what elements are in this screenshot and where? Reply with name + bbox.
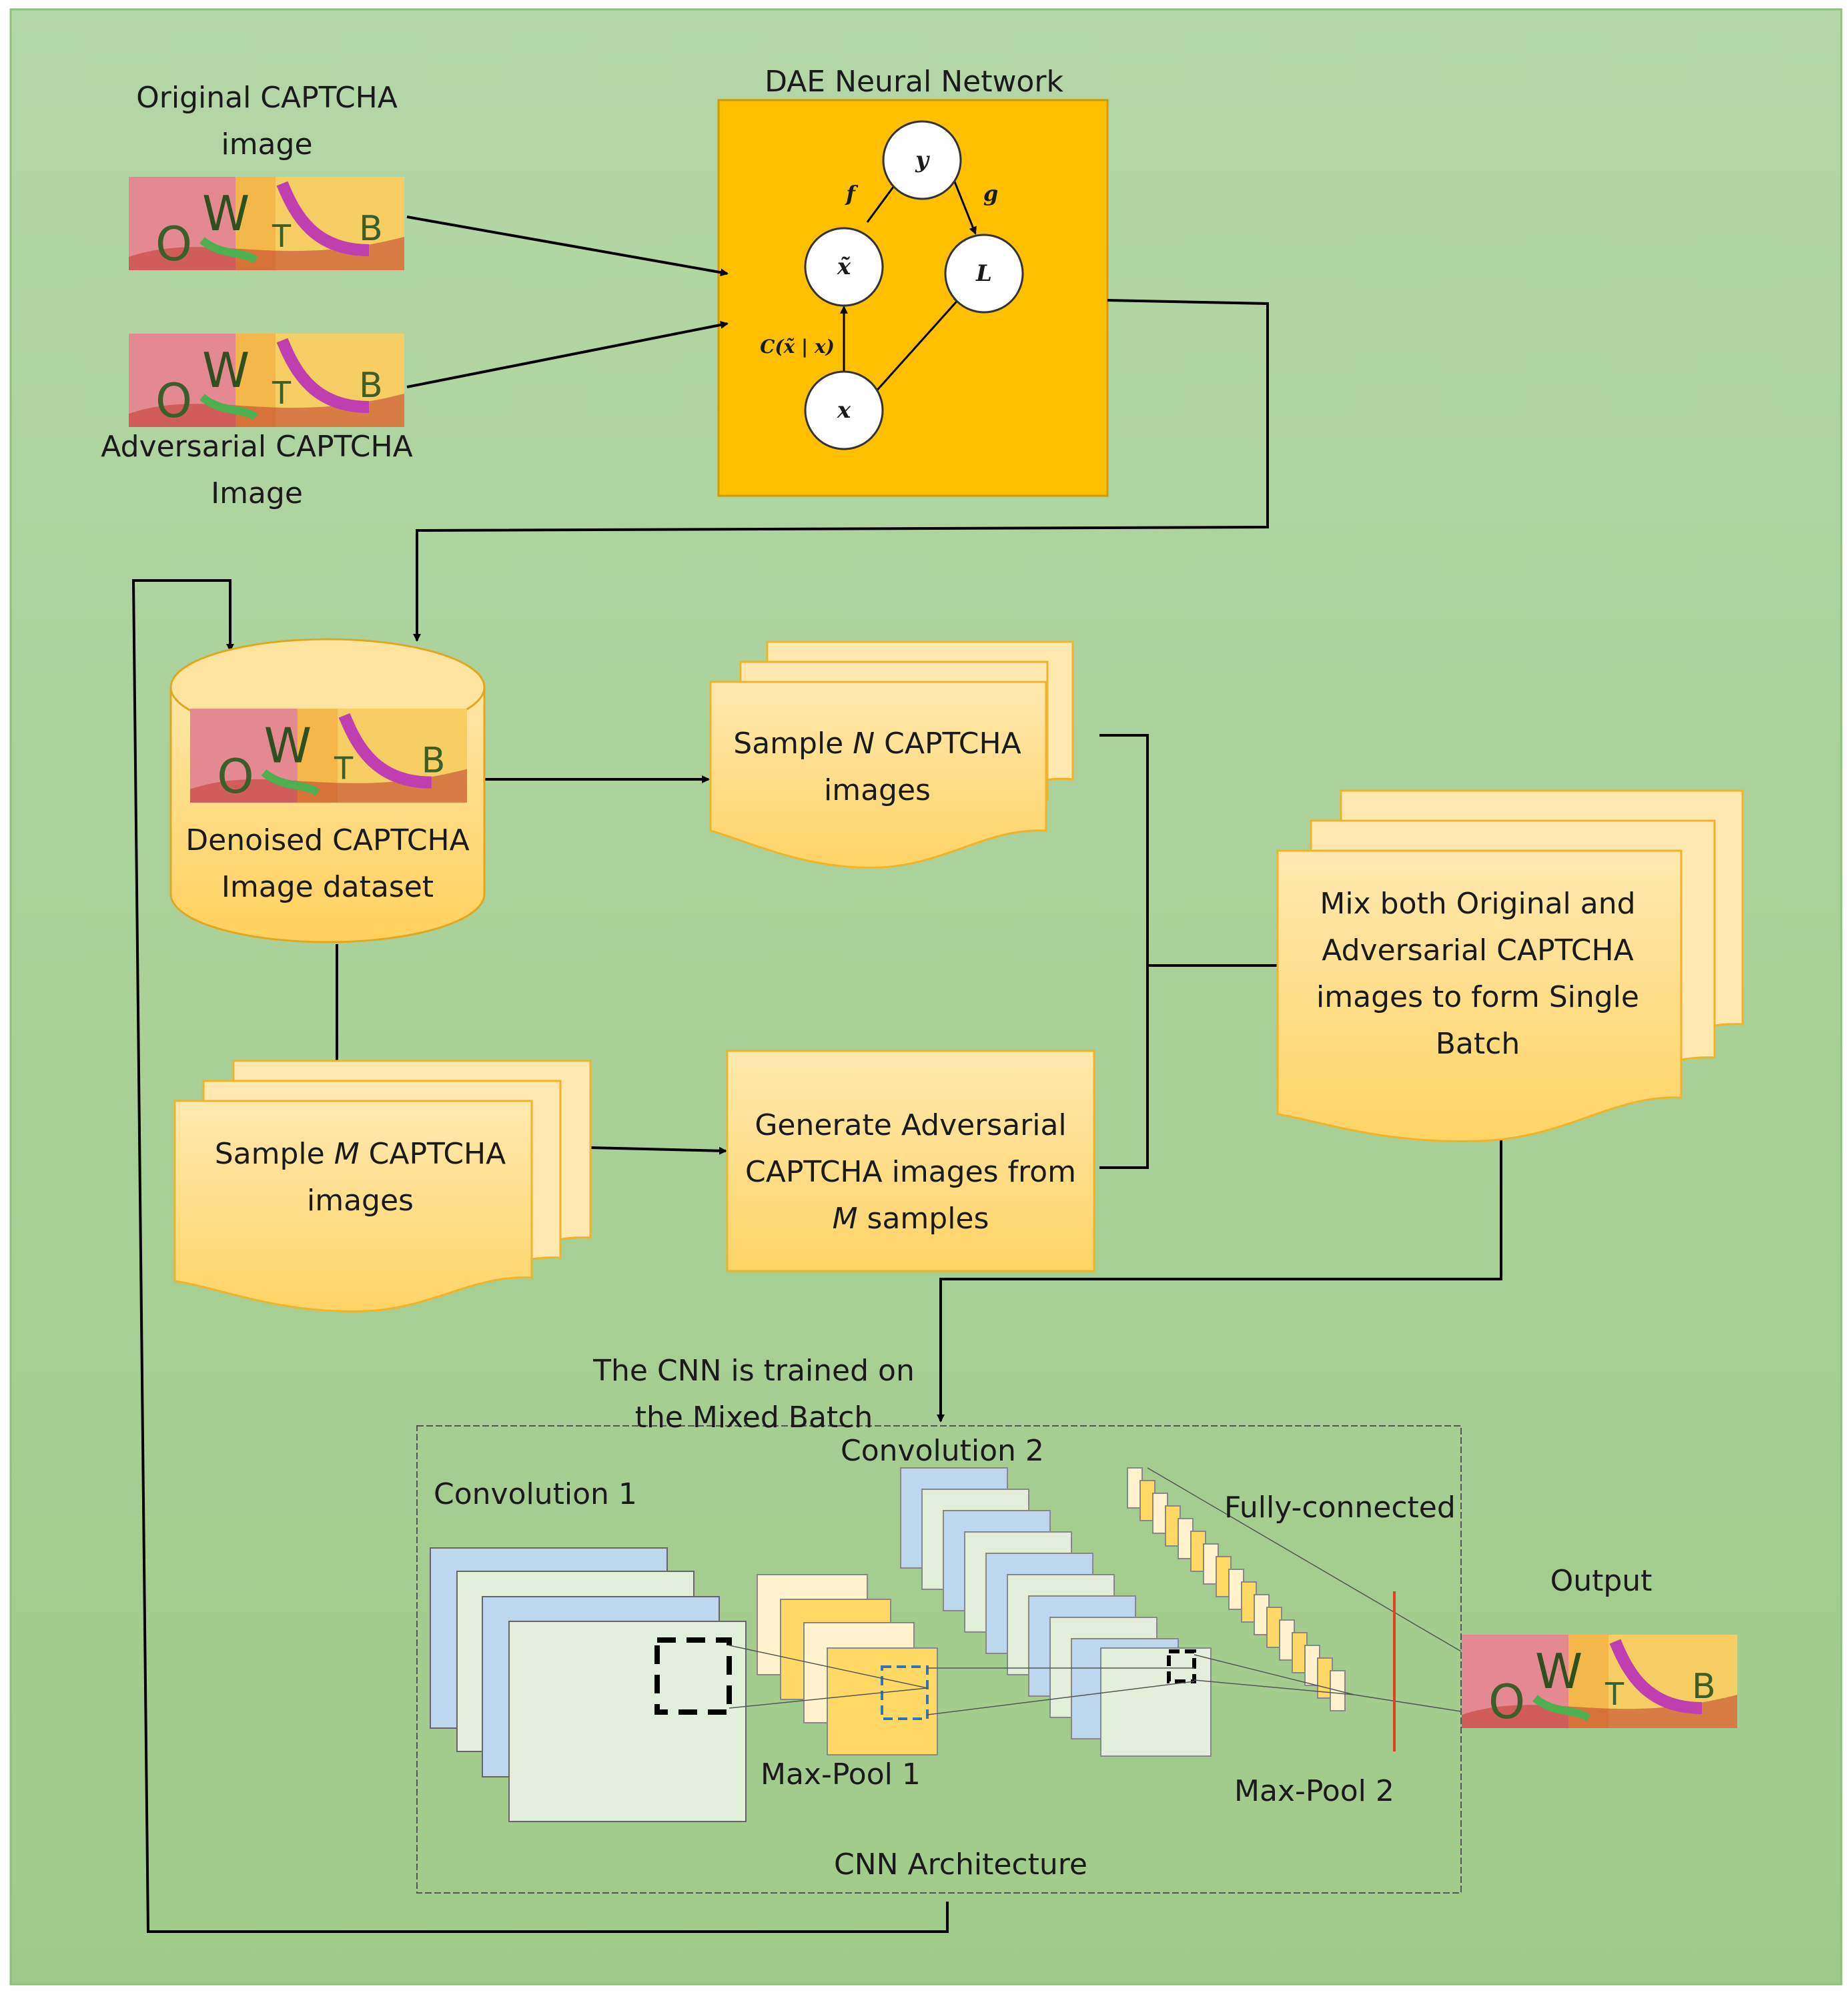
cnn-architecture-label: CNN Architecture (834, 1848, 1087, 1882)
svg-text:T: T (272, 375, 292, 411)
dataset-label: Denoised CAPTCHA Image dataset (185, 823, 470, 904)
maxpool1-stack (757, 1574, 938, 1755)
edge-g-label: g (983, 181, 999, 206)
edge-corruption-label: C(x̃ | x) (760, 336, 835, 358)
mix-doc (1276, 789, 1744, 1142)
fully-connected-label: Fully-connected (1224, 1491, 1456, 1525)
node-x-tilde-label: x̃ (837, 254, 851, 280)
original-label: Original CAPTCHA image (136, 81, 398, 161)
svg-text:O: O (155, 217, 192, 270)
node-y (882, 120, 962, 200)
sample-m-label: Sample M CAPTCHA images (214, 1137, 506, 1218)
adversarial-label: Adversarial CAPTCHA Image (101, 430, 413, 510)
svg-text:W: W (202, 185, 250, 242)
dae-graph-edges (840, 179, 977, 395)
svg-text:T: T (272, 218, 292, 254)
conv1-label: Convolution 1 (434, 1477, 637, 1511)
svg-text:B: B (1692, 1667, 1716, 1707)
node-l-label: L (976, 260, 992, 287)
fully-connected-chain (1127, 1467, 1346, 1711)
svg-text:W: W (1535, 1643, 1582, 1699)
svg-text:O: O (217, 749, 254, 804)
conv1-stack (430, 1547, 747, 1822)
generate-label: Generate Adversarial CAPTCHA images from… (745, 1108, 1076, 1236)
edge-f-label: f (846, 181, 855, 206)
conv2-label: Convolution 2 (841, 1434, 1044, 1468)
svg-text:T: T (1604, 1676, 1625, 1712)
node-l (944, 234, 1024, 314)
node-y-label: y (915, 147, 929, 173)
svg-text:B: B (422, 741, 446, 781)
node-x-tilde (804, 227, 884, 307)
svg-text:W: W (202, 342, 250, 398)
svg-text:B: B (359, 366, 383, 406)
svg-text:T: T (334, 751, 354, 787)
svg-text:W: W (264, 719, 312, 775)
cnn-caption: The CNN is trained on the Mixed Batch (593, 1354, 915, 1435)
sample-n-doc (709, 641, 1074, 869)
sample-n-label: Sample N CAPTCHA images (733, 727, 1021, 807)
output-label: Output (1550, 1564, 1653, 1598)
maxpool1-label: Max-Pool 1 (761, 1757, 921, 1791)
maxpool2-label: Max-Pool 2 (1234, 1774, 1394, 1808)
conv2-stack (900, 1467, 1212, 1757)
node-x (804, 370, 884, 450)
svg-text:O: O (155, 374, 192, 427)
flow-arrows (131, 216, 1502, 1933)
node-x-label: x (837, 397, 851, 424)
cnn-frame (416, 1425, 1462, 1894)
svg-text:B: B (359, 209, 383, 249)
cnn-connection-lines (729, 1467, 1462, 1715)
mix-label: Mix both Original and Adversarial CAPTCH… (1316, 887, 1639, 1061)
generate-box (726, 1050, 1095, 1272)
dae-graph-nodes (804, 120, 1024, 450)
svg-text:O: O (1488, 1675, 1525, 1728)
sample-m-doc (173, 1060, 592, 1312)
dae-title: DAE Neural Network (765, 65, 1063, 99)
